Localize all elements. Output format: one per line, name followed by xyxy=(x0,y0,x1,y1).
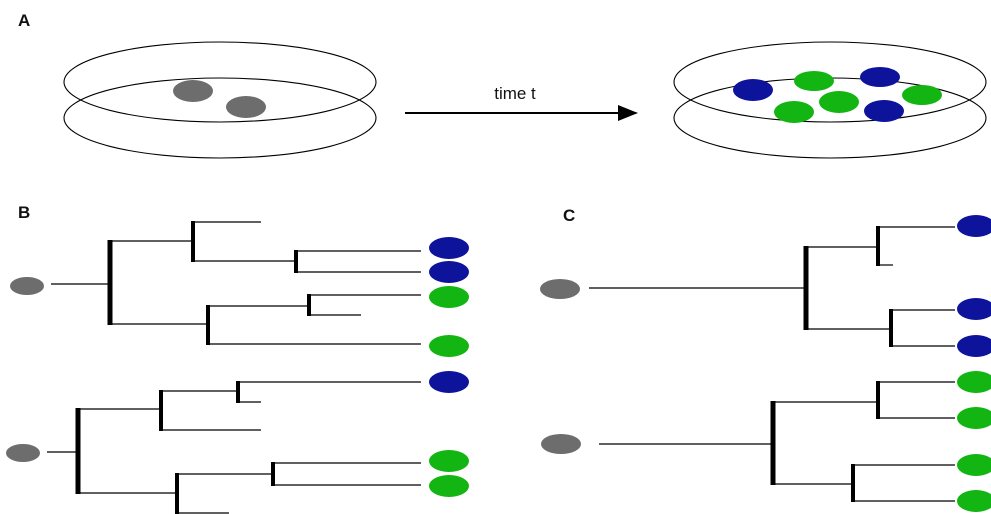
green-cell xyxy=(957,490,991,512)
green-cell xyxy=(429,475,469,497)
panel-a-label: A xyxy=(18,11,30,30)
panel-c: C xyxy=(540,206,991,512)
blue-cell xyxy=(429,261,469,283)
arrow-head xyxy=(618,105,638,121)
phylogenetic-tree-c-upper xyxy=(540,215,991,357)
green-cell xyxy=(794,71,834,91)
blue-cell xyxy=(860,67,900,87)
ancestor-cell xyxy=(173,80,213,102)
time-arrow: time t xyxy=(405,84,638,121)
blue-cell xyxy=(957,298,991,320)
dish-base xyxy=(63,77,377,159)
green-cell xyxy=(429,335,469,357)
green-cell xyxy=(819,91,859,113)
panel-a: A time t xyxy=(18,11,987,159)
blue-cell xyxy=(864,100,904,122)
blue-cell xyxy=(733,79,773,101)
green-cell xyxy=(429,450,469,472)
blue-cell xyxy=(429,237,469,259)
dish-lid xyxy=(63,41,377,123)
green-cell xyxy=(957,454,991,476)
arrow-label: time t xyxy=(494,84,536,103)
panel-c-label: C xyxy=(563,206,575,225)
green-cell xyxy=(429,286,469,308)
ancestor-cell xyxy=(540,279,580,299)
ancestor-cell xyxy=(541,434,581,454)
blue-cell xyxy=(957,215,991,237)
green-cell xyxy=(774,101,814,123)
dish-lid xyxy=(673,41,987,123)
petri-dish-final xyxy=(673,41,987,159)
green-cell xyxy=(957,371,991,393)
phylogenetic-tree-b-upper xyxy=(10,221,469,357)
ancestor-cell xyxy=(6,444,40,462)
blue-cell xyxy=(429,371,469,393)
petri-dish-initial xyxy=(63,41,377,159)
green-cell xyxy=(957,407,991,429)
blue-cell xyxy=(957,335,991,357)
ancestor-cell xyxy=(226,96,266,118)
phylogenetic-tree-c-lower xyxy=(541,371,991,512)
ancestor-cell xyxy=(10,277,44,295)
phylogenetic-tree-b-lower xyxy=(6,371,469,514)
green-cell xyxy=(902,85,942,105)
panel-b-label: B xyxy=(18,203,30,222)
panel-b: B xyxy=(6,203,469,514)
